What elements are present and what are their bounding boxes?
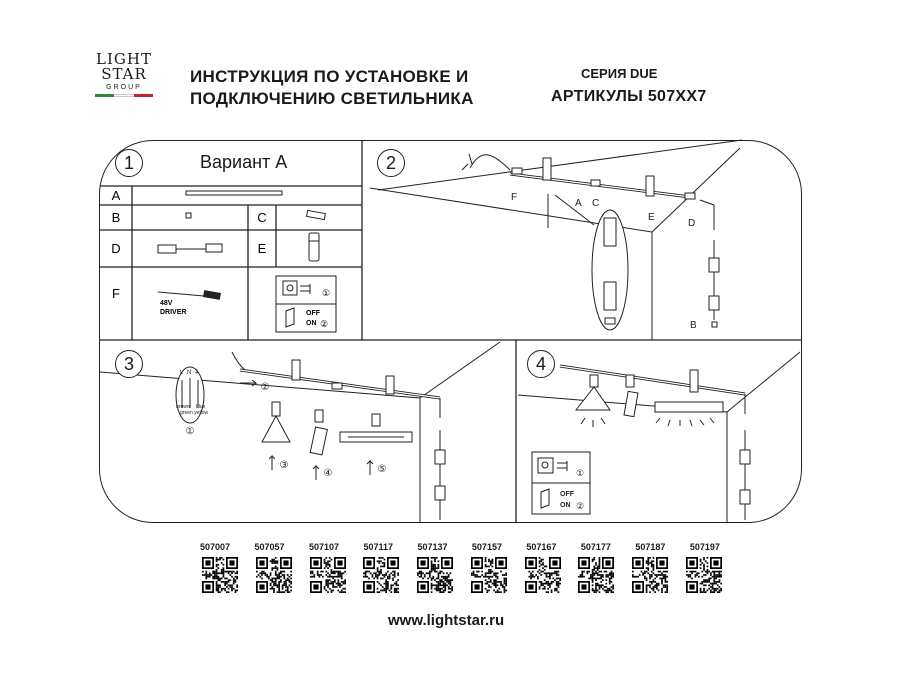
wire-blue: blue <box>196 404 206 410</box>
qr-code-row <box>202 557 722 593</box>
title-line1: ИНСТРУКЦИЯ ПО УСТАНОВКЕ И <box>190 67 469 86</box>
article-code: 507157 <box>471 542 502 552</box>
step-1-number: 1 <box>115 149 143 177</box>
step2-label-d: D <box>688 218 695 229</box>
qr-code-icon[interactable] <box>524 557 561 593</box>
driver-label: DRIVER <box>160 309 186 316</box>
step4-mark-2: ② <box>576 501 584 511</box>
track-rail-icon <box>185 190 283 196</box>
step1-mark-1: ① <box>322 288 330 298</box>
qr-code-icon[interactable] <box>417 557 454 593</box>
qr-code-icon[interactable] <box>309 557 346 593</box>
brand-logo: LIGHT STAR GROUP <box>95 52 153 120</box>
article-code: 507167 <box>526 542 557 552</box>
row-label-c: C <box>257 210 266 225</box>
step-3-number: 3 <box>115 350 143 378</box>
driver-icon <box>157 290 221 300</box>
article-code: 507007 <box>200 542 231 552</box>
wire-l: L <box>180 370 184 376</box>
power-feed-icon <box>157 243 223 254</box>
qr-code-icon[interactable] <box>632 557 669 593</box>
step1-on: ON <box>306 320 317 327</box>
logo-line1: LIGHT <box>96 50 152 68</box>
step3-mark-5: ⑤ <box>378 464 387 475</box>
step-2-number: 2 <box>377 149 405 177</box>
step1-mark-2: ② <box>320 319 328 329</box>
article-code: 507057 <box>254 542 285 552</box>
step3-drawing <box>99 341 501 522</box>
article-codes: 507007 507057 507107 507117 507137 50715… <box>200 542 720 552</box>
qr-code-icon[interactable] <box>470 557 507 593</box>
article-label: АРТИКУЛЫ 507ХХ7 <box>551 88 707 105</box>
row-label-d: D <box>111 241 120 256</box>
step1-off: OFF <box>306 310 321 317</box>
article-code: 507197 <box>689 542 720 552</box>
qr-code-icon[interactable] <box>578 557 615 593</box>
row-label-a: A <box>112 188 121 203</box>
title-line2: ПОДКЛЮЧЕНИЮ СВЕТИЛЬНИКА <box>190 89 474 108</box>
article-code: 507117 <box>363 542 393 552</box>
step2-label-f: F <box>511 192 517 203</box>
article-code: 507187 <box>635 542 666 552</box>
row-label-f: F <box>112 286 120 301</box>
wire-brown: brown <box>176 404 190 410</box>
step3-labels: L N ⏚ brown blue green yellow ① ② ③ ④ ⑤ <box>176 369 387 479</box>
step4-labels: ① OFF ON ② <box>560 468 584 511</box>
italian-flag-stripe <box>95 94 153 97</box>
step4-off: OFF <box>560 491 575 498</box>
qr-code-icon[interactable] <box>255 557 292 593</box>
step2-label-c: C <box>592 198 599 209</box>
step3-mark-2: ② <box>261 382 270 393</box>
instruction-frame <box>99 140 802 523</box>
wire-e: ⏚ <box>194 369 200 376</box>
qr-code-icon[interactable] <box>363 557 400 593</box>
step2-label-e: E <box>648 212 655 223</box>
qr-code-icon[interactable] <box>685 557 722 593</box>
article-code: 507107 <box>308 542 340 552</box>
article-code: 507137 <box>417 542 448 552</box>
step4-mark-1: ① <box>576 468 584 478</box>
step4-drawing <box>517 351 801 522</box>
website-link[interactable]: www.lightstar.ru <box>388 612 505 629</box>
document-title: ИНСТРУКЦИЯ ПО УСТАНОВКЕ И ПОДКЛЮЧЕНИЮ СВ… <box>190 66 474 110</box>
connector-icon <box>306 209 326 221</box>
end-cap-icon <box>185 212 192 219</box>
series-label: СЕРИЯ DUE <box>581 66 658 81</box>
logo-line3: GROUP <box>106 84 142 91</box>
power-switch-box <box>275 275 337 333</box>
logo-line2: STAR <box>101 65 147 83</box>
article-code: 507177 <box>580 542 611 552</box>
step-4-number: 4 <box>527 350 555 378</box>
step2-drawing <box>369 139 743 340</box>
step2-labels: F A C E D B <box>511 192 697 331</box>
step2-label-b: B <box>690 320 697 331</box>
step3-mark-3: ③ <box>280 460 289 471</box>
step-1-title: Вариант А <box>200 152 288 172</box>
spot-lamp-icon <box>308 232 320 262</box>
step1-table: A B C D E F 48V DRIVER <box>111 188 337 333</box>
row-label-b: B <box>112 210 121 225</box>
wire-n: N <box>187 370 191 376</box>
step4-on: ON <box>560 502 571 509</box>
step3-mark-4: ④ <box>324 468 333 479</box>
row-label-e: E <box>258 241 267 256</box>
step3-mark-1: ① <box>186 426 195 437</box>
qr-code-icon[interactable] <box>202 557 238 593</box>
step2-label-a: A <box>575 198 582 209</box>
driver-voltage: 48V <box>160 300 173 307</box>
wire-green-yellow: green yellow <box>180 410 208 416</box>
